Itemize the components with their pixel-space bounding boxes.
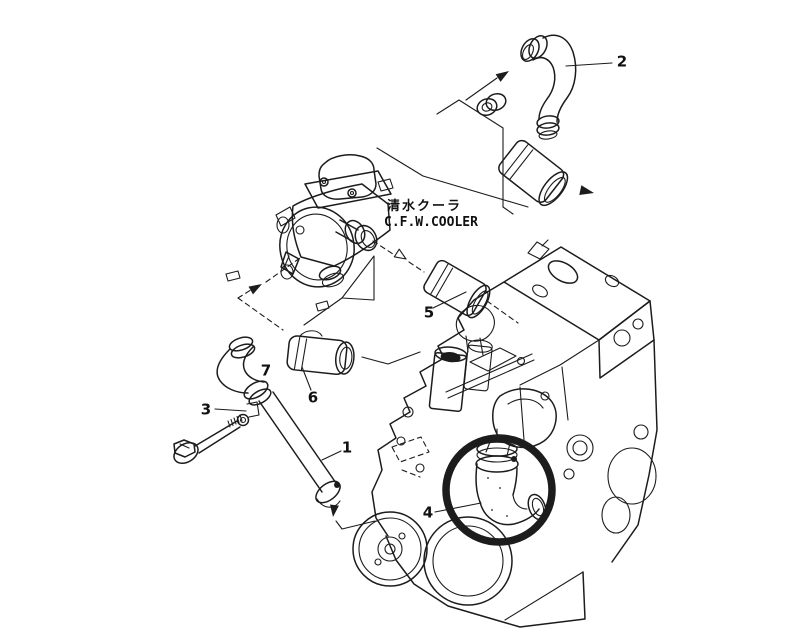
hose-2 bbox=[465, 34, 613, 207]
leader-line-2 bbox=[565, 62, 613, 67]
highlight-ellipse bbox=[442, 434, 556, 546]
engine-block bbox=[352, 239, 658, 628]
pipe-bracket bbox=[246, 401, 260, 418]
cfw-cooler-assembly bbox=[275, 154, 394, 288]
connector-5 bbox=[423, 259, 491, 319]
water-pump bbox=[492, 388, 557, 449]
flow-arrow-open bbox=[393, 248, 407, 260]
part-label-6: 6 bbox=[307, 388, 319, 407]
leader-line-4 bbox=[434, 502, 482, 513]
leader-line-5 bbox=[432, 291, 467, 309]
flow-arrow bbox=[329, 504, 339, 517]
outlet-pipe bbox=[498, 139, 569, 207]
leader-line-6b bbox=[361, 351, 421, 365]
leader-line-1 bbox=[321, 450, 342, 461]
flow-arrow bbox=[579, 185, 594, 195]
cooler-label-japanese: 清水クーラ bbox=[387, 199, 463, 214]
part-label-3: 3 bbox=[200, 400, 212, 419]
hose-6 bbox=[286, 330, 421, 391]
small-clip bbox=[315, 300, 330, 312]
part-label-7: 7 bbox=[260, 361, 272, 380]
filler-cap bbox=[318, 154, 377, 200]
crank-pulley bbox=[352, 511, 428, 587]
leader-line-3 bbox=[214, 408, 247, 412]
hose-7-pipe-1 bbox=[173, 336, 376, 530]
ring-fitting bbox=[476, 97, 498, 117]
part-label-4: 4 bbox=[422, 503, 434, 522]
phantom-lines bbox=[303, 99, 529, 326]
cylinder-head bbox=[503, 246, 651, 341]
flow-arrow bbox=[248, 284, 262, 295]
cooler-label-english: C.F.W.COOLER bbox=[384, 215, 478, 230]
flywheel-housing bbox=[423, 516, 513, 606]
bolt-3 bbox=[173, 413, 250, 465]
flow-arrow bbox=[495, 71, 509, 82]
part-label-2: 2 bbox=[616, 52, 628, 71]
part-label-1: 1 bbox=[341, 438, 353, 457]
part-label-5: 5 bbox=[423, 303, 435, 322]
assembly-dashed-lines bbox=[225, 240, 519, 331]
washer bbox=[236, 413, 250, 427]
leader-line-6 bbox=[301, 366, 312, 391]
small-clip bbox=[225, 270, 241, 282]
